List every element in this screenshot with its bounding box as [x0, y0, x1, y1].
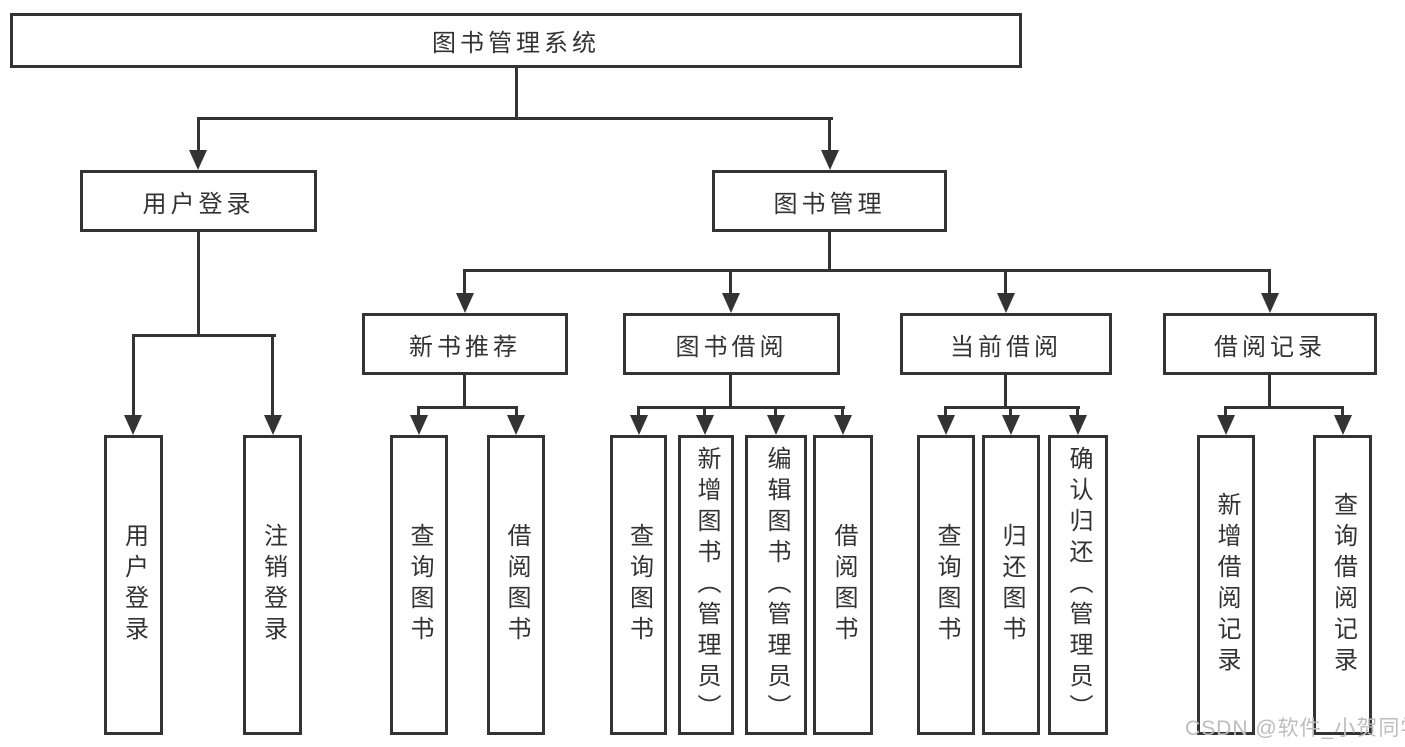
connector-line	[1224, 406, 1227, 418]
connector-line	[774, 406, 777, 418]
connector-line	[637, 406, 845, 409]
arrowhead-down-icon	[1334, 415, 1352, 435]
connector-line	[729, 375, 732, 408]
arrowhead-down-icon	[1217, 415, 1235, 435]
connector-line	[1341, 406, 1344, 418]
connector-line	[515, 406, 518, 418]
node-label: 新书推荐	[409, 333, 521, 361]
connector-line	[944, 406, 1080, 409]
connector-line	[1268, 375, 1271, 408]
leaf-edit-books-admin: 编辑图书（管理员）	[745, 435, 807, 735]
arrowhead-down-icon	[767, 415, 785, 435]
connector-line	[828, 232, 831, 272]
leaf-borrow-books-recommend: 借阅图书	[487, 435, 545, 735]
leaf-label: 新增借阅记录	[1213, 492, 1240, 678]
arrowhead-down-icon	[1002, 415, 1020, 435]
node-book-borrowing: 图书借阅	[623, 313, 840, 375]
node-label: 当前借阅	[950, 333, 1062, 361]
leaf-confirm-return-admin: 确认归还（管理员）	[1048, 435, 1108, 735]
arrowhead-down-icon	[722, 293, 740, 313]
arrowhead-down-icon	[1261, 293, 1279, 313]
connector-line	[1009, 406, 1012, 418]
node-label: 图书管理系统	[432, 30, 600, 57]
connector-line	[417, 406, 518, 409]
connector-line	[197, 117, 833, 120]
leaf-label: 借阅图书	[830, 523, 857, 647]
leaf-label: 查询借阅记录	[1329, 492, 1357, 678]
leaf-query-books-recommend: 查询图书	[390, 435, 448, 735]
node-new-book-recommend: 新书推荐	[362, 313, 568, 375]
node-label: 图书管理	[773, 190, 886, 218]
arrowhead-down-icon	[630, 415, 648, 435]
arrowhead-down-icon	[189, 150, 207, 170]
connector-line	[197, 117, 200, 152]
leaf-user-login: 用户登录	[104, 435, 163, 735]
connector-line	[637, 406, 640, 418]
node-label: 借阅记录	[1214, 333, 1326, 361]
node-user-login: 用户登录	[80, 170, 317, 232]
csdn-watermark: CSDN @软件_小贺同学	[1185, 717, 1405, 740]
leaf-logout: 注销登录	[243, 435, 302, 735]
connector-line	[944, 406, 947, 418]
node-label: 图书借阅	[675, 333, 788, 361]
arrowhead-down-icon	[264, 415, 282, 435]
arrowhead-down-icon	[997, 293, 1015, 313]
leaf-add-books-admin: 新增图书（管理员）	[678, 435, 734, 735]
connector-line	[1224, 406, 1344, 409]
connector-line	[703, 406, 706, 418]
arrowhead-down-icon	[507, 415, 525, 435]
node-current-borrowing: 当前借阅	[900, 313, 1112, 375]
leaf-label: 编辑图书（管理员）	[763, 445, 790, 725]
leaf-borrow-books-borrowing: 借阅图书	[813, 435, 873, 735]
leaf-query-books-borrowing: 查询图书	[610, 435, 667, 735]
connector-line	[1076, 406, 1079, 418]
leaf-label: 查询图书	[625, 523, 653, 647]
leaf-query-books-current: 查询图书	[917, 435, 975, 735]
node-library-management-system: 图书管理系统	[10, 13, 1022, 68]
leaf-label: 借阅图书	[503, 523, 530, 647]
arrowhead-down-icon	[821, 150, 839, 170]
leaf-query-borrow-record: 查询借阅记录	[1313, 435, 1372, 735]
connector-line	[1004, 269, 1007, 295]
connector-line	[463, 375, 466, 408]
connector-line	[729, 269, 732, 295]
arrowhead-down-icon	[456, 293, 474, 313]
connector-line	[463, 269, 1271, 272]
leaf-label: 注销登录	[259, 523, 287, 647]
connector-line	[132, 334, 276, 337]
connector-line	[841, 406, 844, 418]
arrowhead-down-icon	[124, 415, 142, 435]
arrowhead-down-icon	[696, 415, 714, 435]
connector-line	[463, 269, 466, 295]
arrowhead-down-icon	[410, 415, 428, 435]
connector-line	[417, 406, 420, 418]
connector-line	[132, 334, 135, 416]
arrowhead-down-icon	[937, 415, 955, 435]
connector-line	[828, 117, 831, 152]
connector-line	[515, 68, 518, 118]
arrowhead-down-icon	[1069, 415, 1087, 435]
node-borrowing-records: 借阅记录	[1163, 313, 1377, 375]
leaf-label: 用户登录	[120, 523, 148, 647]
connector-line	[197, 232, 200, 336]
node-book-management: 图书管理	[712, 170, 947, 232]
arrowhead-down-icon	[834, 415, 852, 435]
connector-line	[271, 334, 274, 416]
node-label: 用户登录	[142, 190, 255, 218]
leaf-label: 查询图书	[933, 523, 960, 647]
leaf-label: 新增图书（管理员）	[693, 445, 720, 725]
leaf-return-books: 归还图书	[982, 435, 1040, 735]
leaf-label: 查询图书	[406, 523, 433, 647]
leaf-label: 确认归还（管理员）	[1065, 445, 1092, 725]
connector-line	[1268, 269, 1271, 295]
leaf-add-borrow-record: 新增借阅记录	[1197, 435, 1255, 735]
leaf-label: 归还图书	[998, 523, 1025, 647]
connector-line	[1004, 375, 1007, 408]
